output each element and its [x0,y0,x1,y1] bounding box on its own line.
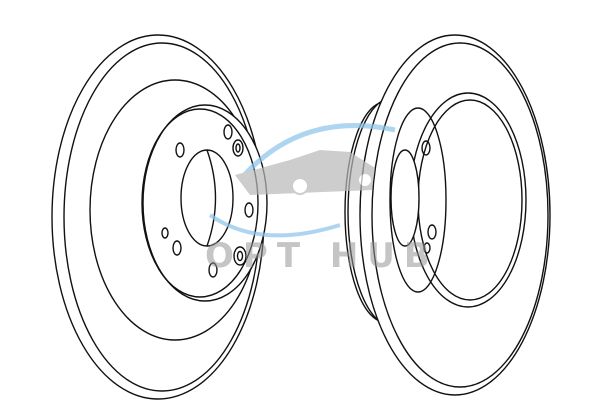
watermark-text: OPT HUB [205,236,439,276]
brake-disc-rear [344,34,551,396]
brake-disc-front [51,34,268,400]
watermark-logo [208,123,396,238]
